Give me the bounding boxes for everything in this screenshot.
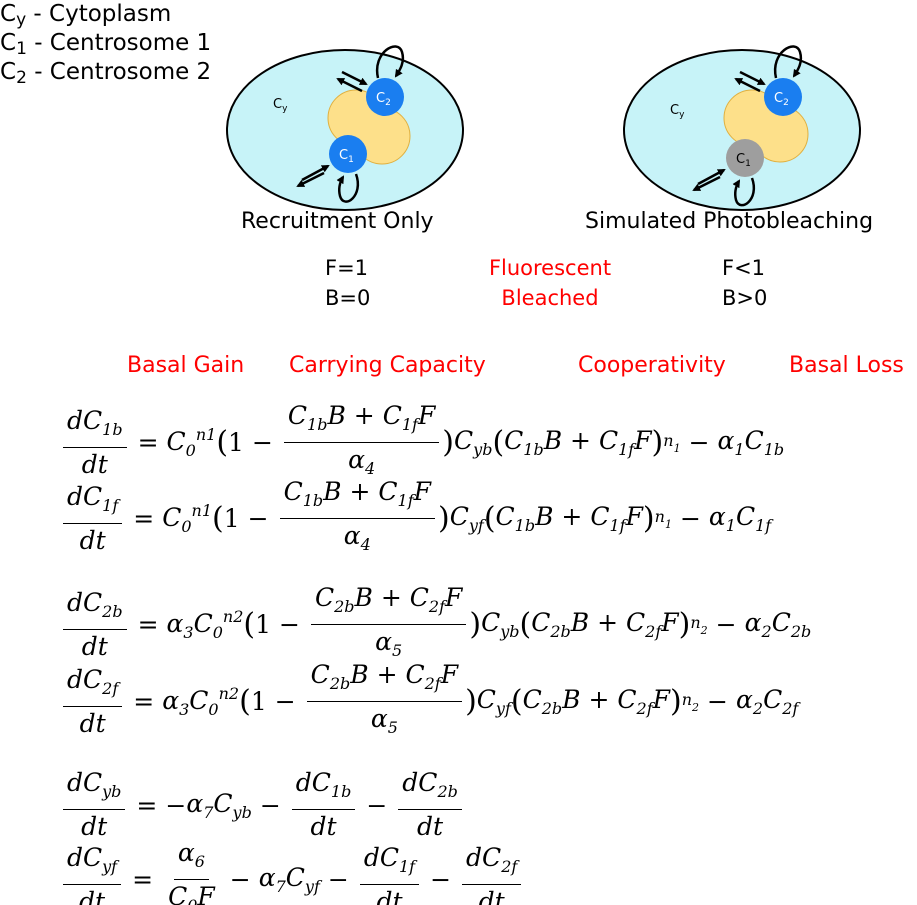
right-cy-label: Cy [670,103,685,120]
legend-c2-symbol: C [0,59,17,85]
cooperativity-header: Cooperativity [578,353,726,378]
bleached-label: Bleached [501,286,599,310]
legend-centrosome-2: C2 - Centrosome 2 [0,58,211,92]
right-centrosome-2 [764,78,802,116]
left-c1-label: C1 [339,148,354,165]
right-cell: Cy C2 C1 [623,45,861,211]
legend-cytoplasm: Cy - Cytoplasm [0,0,171,34]
legend-c1-sub: 1 [16,39,27,59]
basal-loss-header: Basal Loss [789,353,904,378]
legend-cy-sub: y [16,10,27,30]
left-c1-exchange-arrows [296,164,360,203]
left-cell-caption: Recruitment Only [241,209,434,234]
left-c2-exchange-arrows [336,45,405,93]
right-c2-label: C2 [774,91,789,108]
left-centrosome-2 [366,78,404,116]
left-bleached-state: B=0 [325,286,371,310]
right-c2-exchange-arrows [734,45,803,93]
left-cy-label: Cy [273,97,288,114]
legend-cy-symbol: C [0,1,17,27]
right-fluorescent-state: F<1 [722,256,766,280]
left-fluorescent-state: F=1 [325,256,369,280]
right-c1-label: C1 [736,152,751,169]
legend-c1-symbol: C [0,30,17,56]
legend-cy-text: - Cytoplasm [26,1,172,27]
legend-c1-text: - Centrosome 1 [26,30,212,56]
left-c2-label: C2 [376,91,391,108]
left-cell: Cy C2 C1 [226,45,464,211]
legend-c2-sub: 2 [16,68,27,88]
basal-gain-header: Basal Gain [127,353,245,378]
cell-diagrams: Cy C2 C1 [226,45,861,211]
legend-centrosome-1: C1 - Centrosome 1 [0,29,211,63]
right-centrosome-1-bleached [726,139,764,177]
carrying-capacity-header: Carrying Capacity [289,353,486,378]
fluorescent-label: Fluorescent [488,256,612,280]
right-c1-exchange-arrows [692,168,756,207]
legend-c2-text: - Centrosome 2 [26,59,212,85]
left-centrosome-1 [329,135,367,173]
right-bleached-state: B>0 [722,286,768,310]
right-cell-caption: Simulated Photobleaching [585,209,874,234]
